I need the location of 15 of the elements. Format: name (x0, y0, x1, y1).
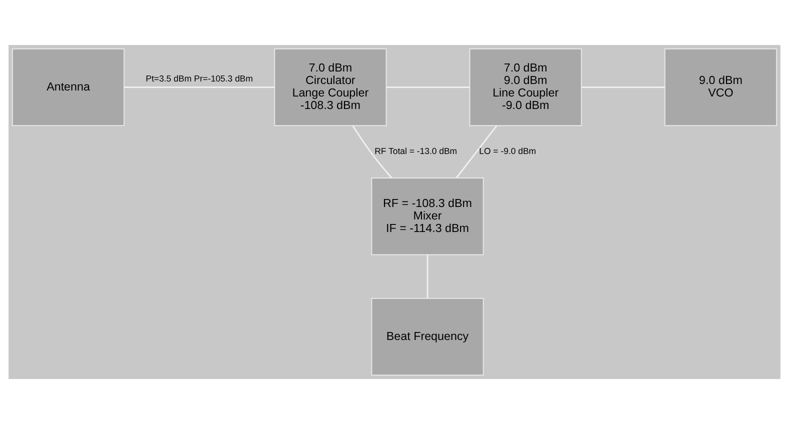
node-box: 9.0 dBm VCO (664, 48, 778, 126)
node-box: 7.0 dBm 9.0 dBm Line Coupler -9.0 dBm (469, 48, 582, 126)
node-box: Antenna (12, 48, 125, 126)
node-box: RF = -108.3 dBm Mixer IF = -114.3 dBm (371, 178, 484, 256)
edge-label: RF Total = -13.0 dBm (374, 146, 458, 156)
node-box: Beat Frequency (371, 298, 484, 376)
node-box: 7.0 dBm Circulator Lange Coupler -108.3 dBm (274, 48, 387, 126)
connector (352, 126, 392, 178)
connector (386, 86, 470, 88)
connector (124, 86, 275, 88)
connector (582, 86, 665, 88)
edge-label: LO = -9.0 dBm (479, 146, 536, 156)
edge-label: Pt=3.5 dBm Pr=-105.3 dBm (146, 74, 253, 84)
connector (426, 254, 428, 298)
connector (456, 125, 498, 178)
